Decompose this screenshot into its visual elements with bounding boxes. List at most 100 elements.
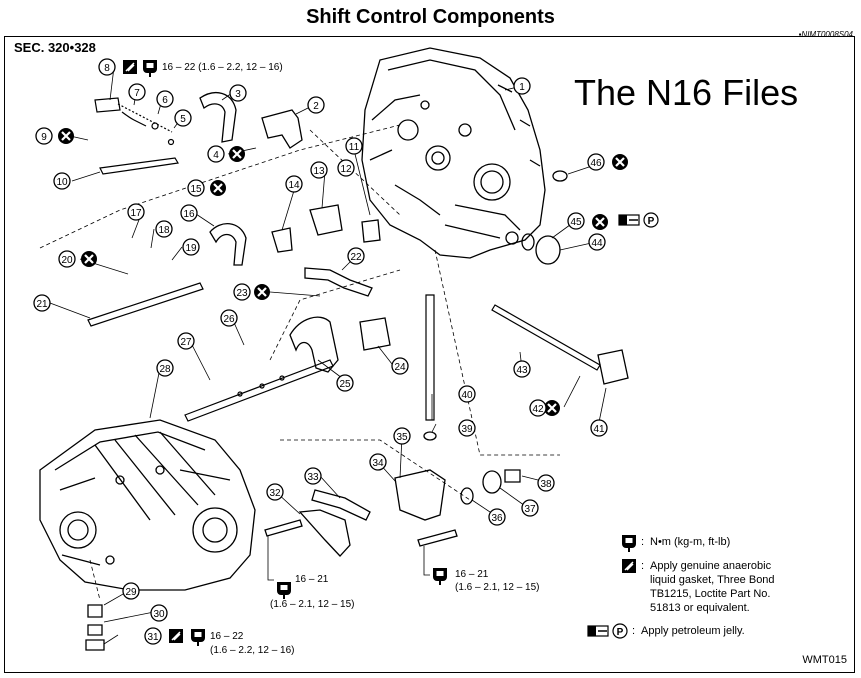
svg-text:35: 35	[396, 432, 408, 443]
legend-torque-text: N•m (kg-m, ft-lb)	[650, 536, 731, 548]
no-reuse-icon	[590, 212, 610, 232]
torque-wrench-icon	[622, 535, 636, 552]
legend-jelly-text: Apply petroleum jelly.	[641, 625, 745, 637]
svg-text:39: 39	[461, 424, 473, 435]
callout-44: 44	[588, 233, 606, 251]
clutch-housing-part-28	[39, 419, 256, 591]
callout-14: 14	[285, 175, 303, 193]
callout-32: 32	[266, 483, 284, 501]
leader-lines	[39, 66, 607, 645]
svg-text:3: 3	[235, 89, 241, 100]
gasket-tube-icon-group	[122, 59, 637, 644]
callout-37: 37	[521, 499, 539, 517]
svg-text:18: 18	[158, 225, 170, 236]
svg-text:25: 25	[339, 379, 351, 390]
callout-22: 22	[347, 247, 365, 265]
svg-text:21: 21	[36, 299, 48, 310]
svg-text:12: 12	[340, 164, 352, 175]
callout-42: 42	[529, 399, 547, 417]
svg-text:4: 4	[213, 150, 219, 161]
svg-text:43: 43	[516, 365, 528, 376]
legend-gasket-line4: 51813 or equivalent.	[650, 602, 750, 614]
callout-45: 45	[567, 212, 585, 230]
svg-text:26: 26	[223, 314, 235, 325]
callout-41: 41	[590, 419, 608, 437]
callout-18: 18	[155, 220, 173, 238]
section-label: SEC. 320•328	[14, 40, 96, 55]
callout-9: 9	[35, 127, 53, 145]
svg-text:16: 16	[183, 209, 195, 220]
torque-spec-part-31-line2: (1.6 – 2.2, 12 – 16)	[210, 645, 295, 656]
shift-rods	[87, 97, 601, 422]
svg-text:37: 37	[524, 504, 536, 515]
svg-text:6: 6	[162, 95, 168, 106]
svg-text:20: 20	[61, 255, 73, 266]
callout-13: 13	[310, 161, 328, 179]
callout-26: 26	[220, 309, 238, 327]
svg-text:41: 41	[593, 424, 605, 435]
legend-gasket-colon: :	[641, 560, 645, 572]
torque-spec-part-34-line2: (1.6 – 2.1, 12 – 15)	[455, 582, 540, 593]
svg-text:31: 31	[147, 632, 159, 643]
petroleum-jelly-icon	[587, 625, 609, 637]
gasket-tube-icon	[122, 59, 138, 75]
svg-text:P: P	[648, 216, 655, 227]
svg-text:34: 34	[372, 458, 384, 469]
svg-text:2: 2	[313, 101, 319, 112]
svg-text:15: 15	[190, 184, 202, 195]
callout-25: 25	[336, 374, 354, 392]
callout-7: 7	[128, 83, 146, 101]
svg-text:14: 14	[288, 180, 300, 191]
callout-39: 39	[458, 419, 476, 437]
watermark: The N16 Files	[574, 72, 799, 113]
svg-text:10: 10	[56, 177, 68, 188]
callout-36: 36	[488, 508, 506, 526]
page-title: Shift Control Components	[306, 6, 555, 28]
torque-spec-part-8: 16 – 22 (1.6 – 2.2, 12 – 16)	[162, 62, 283, 73]
callout-28: 28	[156, 359, 174, 377]
svg-text:28: 28	[159, 364, 171, 375]
no-reuse-icon	[227, 144, 247, 164]
callout-16: 16	[180, 204, 198, 222]
callout-6: 6	[156, 90, 174, 108]
figure-code: WMT015	[802, 654, 847, 666]
legend-jelly-colon: :	[632, 625, 636, 637]
no-reuse-icon	[208, 178, 228, 198]
callout-29: 29	[122, 582, 140, 600]
gasket-tube-icon	[168, 628, 184, 644]
gasket-tube-icon	[621, 558, 637, 574]
callout-11: 11	[345, 137, 363, 155]
legend-gasket-line3: TB1215, Loctite Part No.	[650, 588, 771, 600]
svg-text:30: 30	[153, 609, 165, 620]
callout-17: 17	[127, 203, 145, 221]
torque-wrench-icon	[277, 582, 291, 599]
callout-24: 24	[391, 357, 409, 375]
legend-torque-colon: :	[641, 536, 645, 548]
callout-33: 33	[304, 467, 322, 485]
svg-text:40: 40	[461, 390, 473, 401]
callout-19: 19	[182, 238, 200, 256]
callout-15: 15	[187, 179, 205, 197]
callout-46: 46	[587, 153, 605, 171]
svg-text:46: 46	[590, 158, 602, 169]
svg-text:45: 45	[570, 217, 582, 228]
no-reuse-icon	[56, 126, 76, 146]
transmission-case-part-1	[361, 47, 546, 259]
svg-text:P: P	[617, 627, 624, 638]
callout-3: 3	[229, 84, 247, 102]
svg-text:24: 24	[394, 362, 406, 373]
callout-43: 43	[513, 360, 531, 378]
callout-31: 31	[144, 627, 162, 645]
diagram-frame	[4, 36, 855, 673]
callout-30: 30	[150, 604, 168, 622]
torque-wrench-icon	[191, 629, 205, 646]
callout-8: 8	[98, 58, 116, 76]
svg-text:9: 9	[41, 132, 47, 143]
svg-text:17: 17	[130, 208, 142, 219]
callout-38: 38	[537, 474, 555, 492]
svg-text:11: 11	[349, 142, 360, 153]
no-reuse-icon	[610, 152, 630, 172]
callout-40: 40	[458, 385, 476, 403]
svg-text:36: 36	[491, 513, 503, 524]
